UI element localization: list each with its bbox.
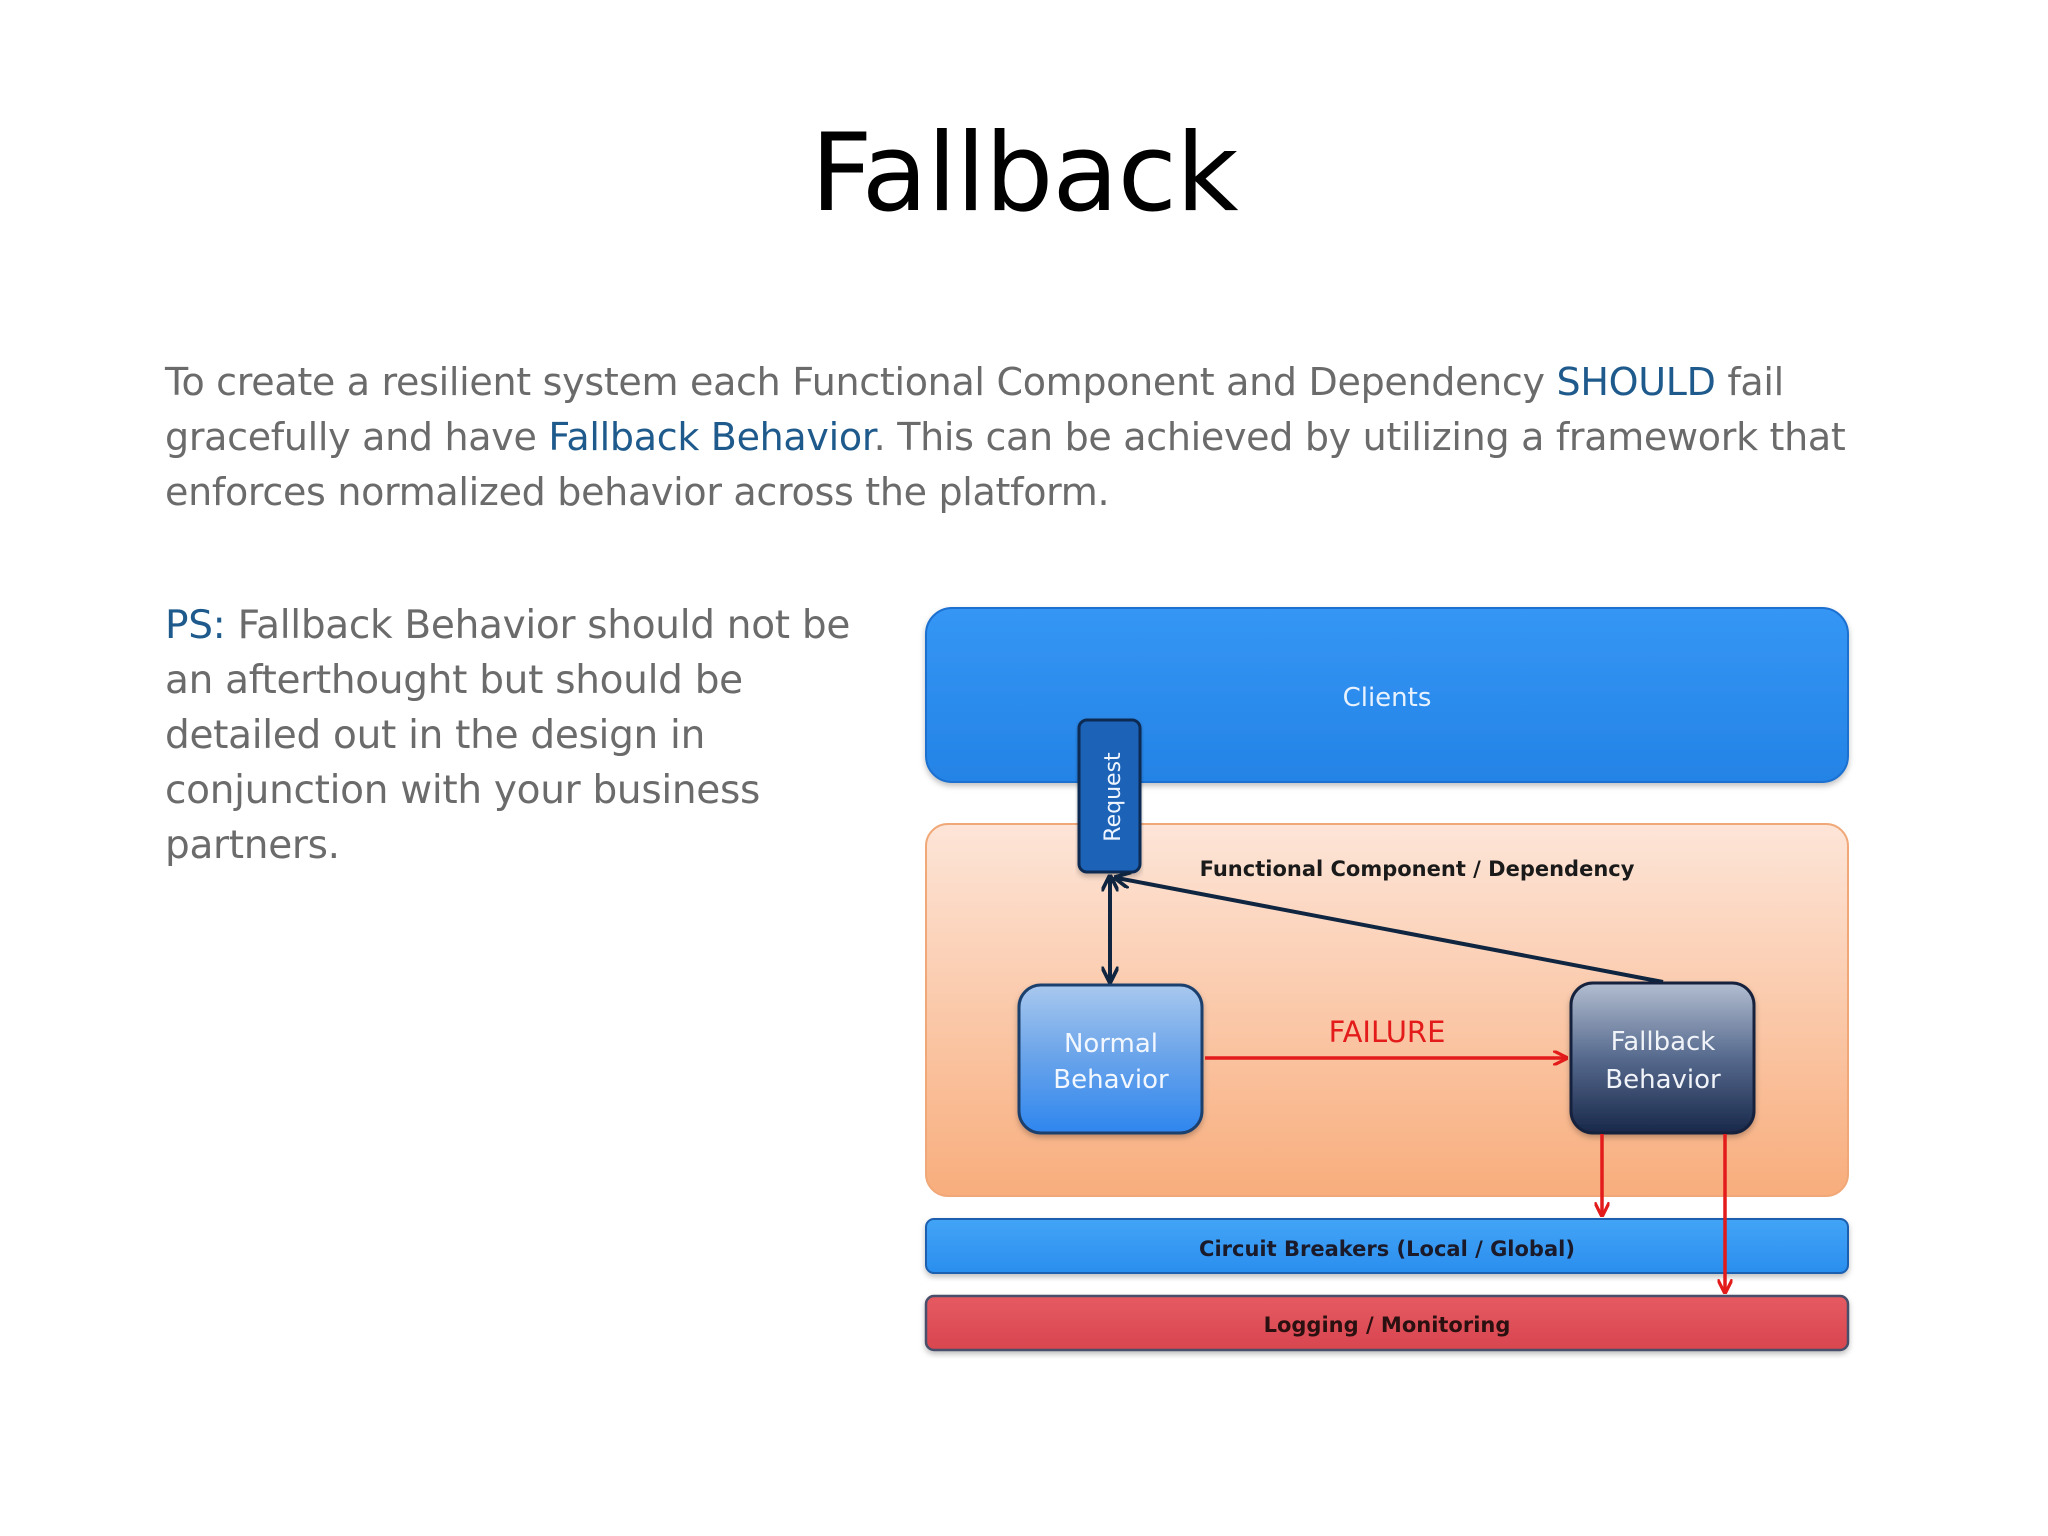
fallback-request-arrow — [1117, 878, 1664, 984]
intro-should-highlight: SHOULD — [1556, 360, 1716, 404]
ps-text: Fallback Behavior should not be an after… — [165, 603, 851, 868]
normal-behavior-line2: Behavior — [1053, 1065, 1169, 1095]
fallback-behavior-box — [1569, 981, 1756, 1135]
clients-label: Clients — [1343, 683, 1432, 713]
functional-component-label: Functional Component / Dependency — [1200, 857, 1635, 881]
intro-text-2: fail gracefully and have — [165, 360, 1784, 459]
intro-text-3: . This can be achieved by utilizing a fr… — [165, 415, 1846, 514]
logging-bar — [924, 1294, 1850, 1352]
clients-box — [925, 607, 1849, 783]
intro-fallback-highlight: Fallback Behavior — [548, 415, 874, 459]
intro-text-1: To create a resilient system each Functi… — [165, 360, 1557, 404]
request-box — [1077, 718, 1142, 874]
slide-title: Fallback — [810, 111, 1238, 236]
fallback-behavior-line2: Behavior — [1605, 1065, 1721, 1095]
normal-behavior-line1: Normal — [1064, 1029, 1158, 1059]
intro-paragraph: To create a resilient system each Functi… — [165, 355, 1865, 520]
ps-paragraph: PS: Fallback Behavior should not be an a… — [165, 598, 905, 873]
failure-label: FAILURE — [1329, 1015, 1446, 1049]
circuit-breakers-label: Circuit Breakers (Local / Global) — [1199, 1237, 1575, 1261]
request-label: Request — [1101, 752, 1126, 842]
normal-behavior-box — [1017, 983, 1204, 1135]
ps-prefix: PS: — [165, 603, 226, 648]
circuit-breakers-bar — [925, 1218, 1849, 1274]
logging-label: Logging / Monitoring — [1264, 1313, 1511, 1337]
fallback-behavior-line1: Fallback — [1611, 1027, 1716, 1057]
